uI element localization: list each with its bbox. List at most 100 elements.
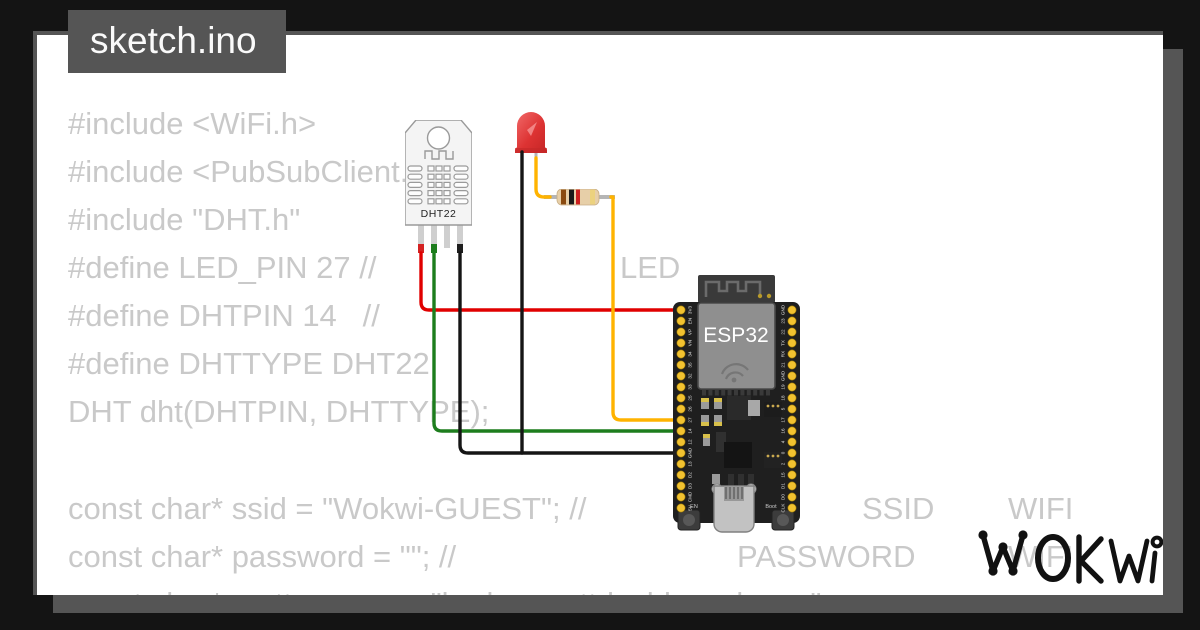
esp32-boot-label: Boot — [765, 504, 777, 510]
resistor[interactable] — [544, 189, 615, 206]
esp32-pin-GND[interactable] — [787, 305, 797, 315]
esp32-pin-35[interactable] — [676, 360, 686, 370]
dht22-gnd-stub — [457, 244, 463, 253]
esp32-en-button[interactable] — [677, 509, 701, 531]
esp32-pin-12[interactable] — [676, 437, 686, 447]
wire-resistor-to-pin27-orange[interactable] — [609, 195, 684, 422]
esp32-pin-5[interactable] — [787, 404, 797, 414]
code-comment-word: PASSWORD — [737, 539, 916, 574]
esp32-pin-label-33: 33 — [688, 384, 693, 390]
esp32-pin-label-16: 16 — [781, 428, 786, 434]
esp32-pin-label-VN: VN — [688, 340, 693, 346]
esp32-pin-5V[interactable] — [676, 503, 686, 513]
esp32-pin-15[interactable] — [787, 470, 797, 480]
esp32-antenna-trace — [704, 280, 762, 297]
esp32-pin-34[interactable] — [676, 349, 686, 359]
espressif-logo-icon — [720, 363, 749, 383]
card-top-edge — [33, 31, 1163, 35]
esp32-pin-14[interactable] — [676, 426, 686, 436]
filename-tab[interactable]: sketch.ino — [68, 10, 286, 73]
esp32-pin-label-D1: D1 — [781, 483, 786, 489]
esp32-pin-label-GND: GND — [781, 304, 786, 315]
esp32-pin-RX[interactable] — [787, 349, 797, 359]
card-left-edge — [33, 31, 37, 595]
esp32-pin-EN[interactable] — [676, 316, 686, 326]
wire-dht-data-green[interactable] — [432, 251, 684, 433]
esp32-pin-18[interactable] — [787, 393, 797, 403]
esp32-pin-CLK[interactable] — [787, 503, 797, 513]
esp32-pin-17[interactable] — [787, 415, 797, 425]
esp32-pin-VN[interactable] — [676, 338, 686, 348]
code-comment-word: WIFI — [1008, 491, 1074, 526]
esp32-pin-CMD[interactable] — [676, 492, 686, 502]
esp32-pin-2[interactable] — [787, 459, 797, 469]
esp32-pin-3V3[interactable] — [676, 305, 686, 315]
esp32-pin-label-VP: VP — [688, 329, 693, 335]
esp32-boot-button[interactable] — [771, 509, 795, 531]
esp32-pin-label-22: 22 — [781, 329, 786, 335]
code-line: #include <WiFi.h> — [68, 106, 317, 141]
esp32-pin-D1[interactable] — [787, 481, 797, 491]
esp32-pin-label-35: 35 — [688, 362, 693, 368]
esp32-board[interactable]: ESP32 EN Boot — [672, 274, 802, 536]
esp32-pin-21[interactable] — [787, 360, 797, 370]
esp32-pin-label-18: 18 — [781, 395, 786, 401]
esp32-pin-label-4: 4 — [781, 440, 786, 443]
esp32-pin-label-17: 17 — [781, 417, 786, 423]
esp32-pin-label-26: 26 — [688, 406, 693, 412]
wokwi-logo-w2 — [1108, 538, 1150, 584]
esp32-pin-19[interactable] — [787, 382, 797, 392]
esp32-pin-label-TX: TX — [781, 340, 786, 346]
esp32-pin-D3[interactable] — [676, 481, 686, 491]
wokwi-logo-k — [1076, 534, 1104, 584]
led-highlight — [527, 122, 537, 136]
esp32-pin-D0[interactable] — [787, 492, 797, 502]
wire-dht-vcc-red[interactable] — [419, 251, 684, 312]
resistor-lead-right — [599, 195, 615, 199]
preview-card: #include <WiFi.h> #include <PubSubClient.… — [33, 31, 1163, 595]
esp32-pin-label-13: 13 — [688, 461, 693, 467]
code-line: DHT dht(DHTPIN, DHTTYPE); — [68, 394, 490, 429]
code-line: const char* mqtt_server = "broker.mqttda… — [68, 586, 830, 595]
esp32-pin-0[interactable] — [787, 448, 797, 458]
esp32-pin-22[interactable] — [787, 327, 797, 337]
code-line: #include <PubSubClient.h> — [68, 154, 444, 189]
esp32-pin-32[interactable] — [676, 371, 686, 381]
wire-led-anode-orange[interactable] — [534, 156, 552, 199]
esp32-pin-label-23: 23 — [781, 318, 786, 324]
wokwi-logo-nodes — [978, 530, 1028, 576]
esp32-antenna-dot1 — [757, 293, 763, 299]
esp32-pin-26[interactable] — [676, 404, 686, 414]
esp32-pin-label-EN: EN — [688, 318, 693, 324]
esp32-pin-label-3V3: 3V3 — [688, 305, 693, 314]
wokwi-logo-i-stem — [1149, 550, 1158, 584]
esp32-antenna-dot2 — [766, 293, 772, 299]
esp32-pin-D2[interactable] — [676, 470, 686, 480]
esp32-pad-row — [702, 390, 770, 396]
esp32-pin-27[interactable] — [676, 415, 686, 425]
esp32-smd-parts — [701, 396, 782, 486]
esp32-pin-25[interactable] — [676, 393, 686, 403]
esp32-pin-4[interactable] — [787, 437, 797, 447]
esp32-pin-label-D2: D2 — [688, 472, 693, 478]
esp32-pin-16[interactable] — [787, 426, 797, 436]
wire-layer — [419, 150, 684, 455]
esp32-pin-33[interactable] — [676, 382, 686, 392]
esp32-pin-VP[interactable] — [676, 327, 686, 337]
esp32-pin-GND[interactable] — [676, 448, 686, 458]
esp32-pin-GND[interactable] — [787, 371, 797, 381]
esp32-pin-23[interactable] — [787, 316, 797, 326]
esp32-pin-TX[interactable] — [787, 338, 797, 348]
esp32-pin-label-GND: GND — [688, 447, 693, 458]
esp32-pin-label-19: 19 — [781, 384, 786, 390]
dht22-leg2 — [431, 220, 437, 248]
esp32-pin-13[interactable] — [676, 459, 686, 469]
dht22-sensor[interactable]: DHT22 — [405, 120, 472, 255]
resistor-lead-left — [544, 195, 560, 199]
esp32-usb-connector[interactable] — [711, 483, 757, 533]
esp32-pin-label-0: 0 — [781, 451, 786, 454]
wire-dht-gnd-black[interactable] — [458, 251, 684, 455]
dht22-vent-meander — [424, 150, 454, 160]
esp32-pin-label-12: 12 — [688, 439, 693, 445]
